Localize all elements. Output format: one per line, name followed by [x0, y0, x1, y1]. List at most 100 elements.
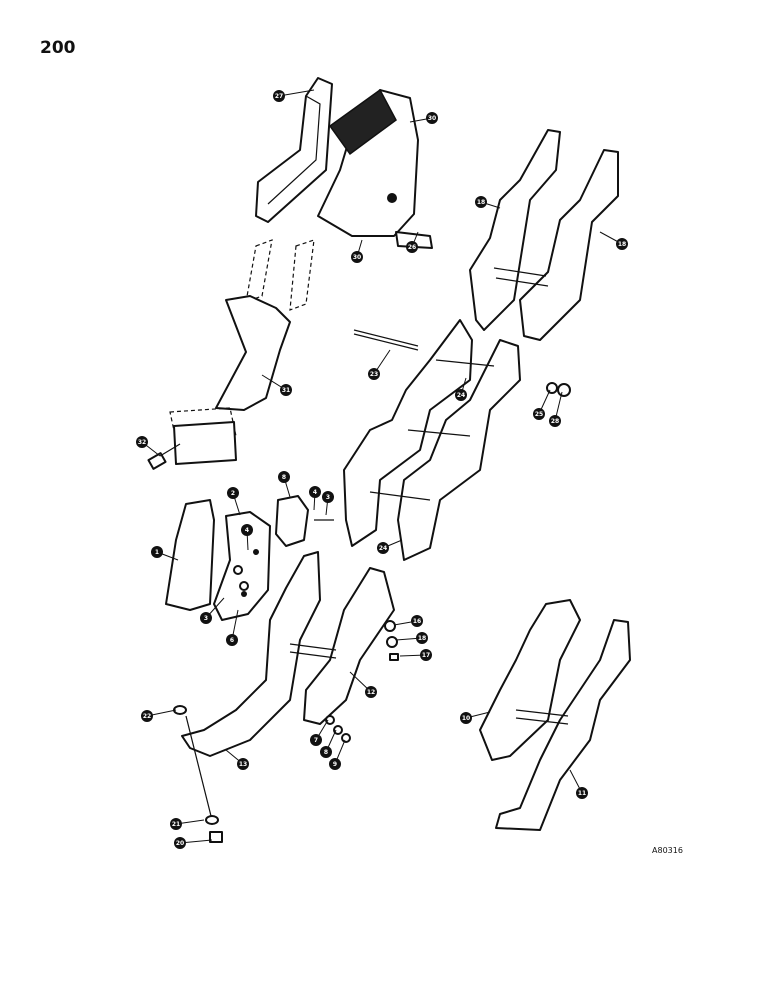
callout-24: 24	[377, 539, 403, 554]
callout-number: 11	[578, 790, 586, 797]
callout-circle	[322, 491, 334, 503]
callout-3: 3	[200, 597, 225, 624]
callout-26: 26	[406, 231, 419, 253]
callout-number: 3	[204, 615, 208, 622]
part-8-block	[275, 495, 309, 547]
callout-number: 3	[326, 494, 330, 501]
callout-number: 25	[535, 411, 543, 418]
callout-circle	[406, 241, 418, 253]
callout-circle	[200, 612, 212, 624]
callout-18: 18	[395, 632, 428, 644]
callout-circle	[368, 368, 380, 380]
callout-number: 4	[313, 489, 317, 496]
callout-circle	[455, 389, 467, 401]
callout-number: 8	[324, 749, 328, 756]
callout-number: 24	[457, 392, 465, 399]
callout-22: 22	[141, 709, 177, 722]
callout-6: 6	[226, 609, 239, 646]
part-10-11-lower-assembly	[479, 599, 631, 831]
callout-12: 12	[349, 671, 377, 698]
callout-circle	[227, 487, 239, 499]
callout-number: 7	[314, 737, 318, 744]
part-7-8-9-hardware	[325, 715, 351, 743]
callout-circle	[329, 758, 341, 770]
callout-number: 2	[231, 490, 235, 497]
callout-28: 28	[549, 391, 563, 427]
callout-circle	[475, 196, 487, 208]
callout-circle	[226, 634, 238, 646]
callout-circle	[309, 486, 321, 498]
part-25-28-nuts	[546, 382, 571, 397]
callout-circle	[533, 408, 545, 420]
callout-number: 13	[239, 761, 247, 768]
callout-circle	[273, 90, 285, 102]
callout-circle	[280, 384, 292, 396]
callout-circle	[170, 818, 182, 830]
dashed-posts	[245, 239, 315, 311]
callout-number: 20	[176, 840, 184, 847]
callout-number: 32	[138, 439, 146, 446]
callout-number: 17	[422, 652, 430, 659]
callout-8: 8	[278, 471, 291, 498]
callout-4: 4	[241, 524, 253, 551]
part-16-18-17-hardware	[384, 620, 399, 661]
callout-25: 25	[533, 389, 551, 420]
callout-2: 2	[227, 487, 241, 516]
part-18-upper-assembly	[469, 129, 619, 341]
callout-circle	[420, 649, 432, 661]
callout-8: 8	[320, 729, 337, 758]
callout-18: 18	[599, 231, 628, 250]
callout-circle	[241, 524, 253, 536]
part-32-bolt	[147, 443, 181, 470]
callout-number: 16	[413, 618, 421, 625]
callout-circle	[426, 112, 438, 124]
callout-number: 12	[367, 689, 375, 696]
callout-1: 1	[151, 546, 179, 561]
callout-31: 31	[261, 374, 292, 396]
callout-number: 9	[333, 761, 337, 768]
callout-circle	[151, 546, 163, 558]
callout-circle	[310, 734, 322, 746]
callout-number: 30	[353, 254, 361, 261]
callout-number: 4	[245, 527, 249, 534]
callout-circle	[616, 238, 628, 250]
callout-17: 17	[399, 649, 432, 661]
part-24-central-assembly	[343, 319, 521, 561]
callout-9: 9	[329, 739, 346, 770]
callout-number: 31	[282, 387, 290, 394]
callout-circle	[365, 686, 377, 698]
callout-10: 10	[460, 711, 491, 724]
page-number: 200	[40, 38, 76, 58]
callout-27: 27	[273, 89, 315, 102]
callout-20: 20	[174, 837, 213, 849]
callout-number: 18	[618, 241, 626, 248]
callout-32: 32	[136, 436, 161, 457]
callout-4: 4	[309, 486, 321, 511]
part-1-bracket	[165, 499, 215, 611]
part-2-bracket	[213, 511, 271, 621]
callout-7: 7	[310, 719, 329, 746]
callout-circle	[278, 471, 290, 483]
callout-circle	[351, 251, 363, 263]
callout-number: 22	[143, 713, 151, 720]
part-23-long-bolt	[353, 329, 419, 351]
callout-circle	[411, 615, 423, 627]
callout-13: 13	[225, 749, 249, 770]
callout-number: 27	[275, 93, 283, 100]
part-12-lower-arm	[289, 567, 395, 725]
callout-11: 11	[569, 769, 588, 799]
callout-number: 28	[551, 418, 559, 425]
part-27-shield	[255, 77, 333, 223]
figure-code: A80316	[652, 846, 683, 855]
callout-number: 30	[428, 115, 436, 122]
part-30-guard	[317, 88, 433, 249]
callout-21: 21	[170, 818, 205, 830]
callout-number: 21	[172, 821, 180, 828]
callout-30: 30	[351, 239, 363, 263]
callout-24: 24	[455, 377, 467, 401]
callout-number: 18	[418, 635, 426, 642]
callout-number: 8	[282, 474, 286, 481]
callout-18: 18	[475, 196, 501, 209]
